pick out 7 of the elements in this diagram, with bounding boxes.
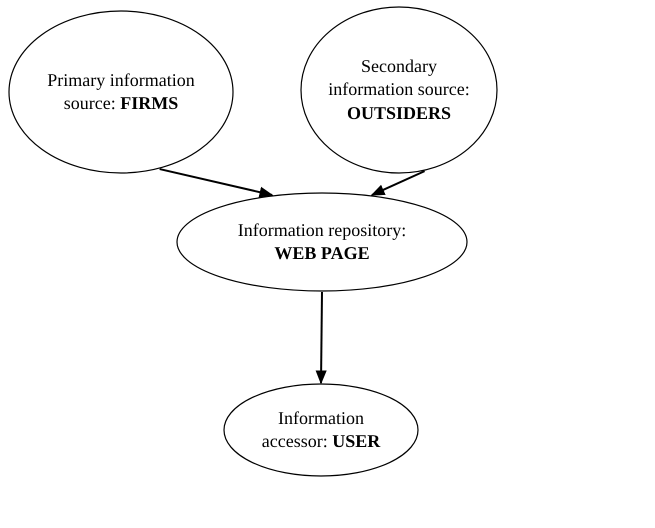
arrow xyxy=(316,292,327,384)
arrow xyxy=(370,170,426,196)
node-label: Secondary information source: OUTSIDERS xyxy=(327,54,471,125)
node-label: Information accessor: USER xyxy=(260,406,382,453)
arrow xyxy=(159,168,274,198)
node-label: Primary information source: FIRMS xyxy=(46,68,196,115)
node-label: Information repository: WEB PAGE xyxy=(237,218,407,265)
